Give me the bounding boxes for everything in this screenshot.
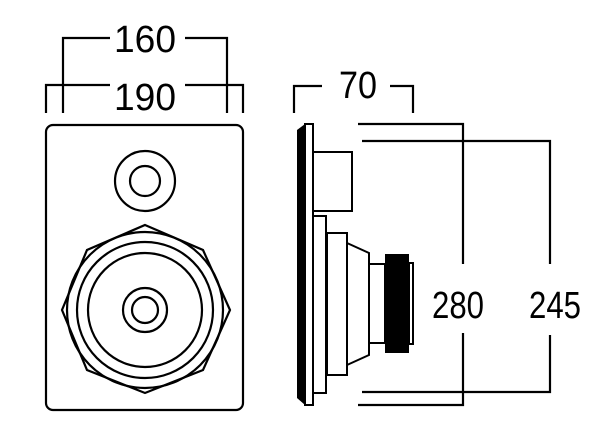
front-baffle-edge xyxy=(297,124,305,405)
dimension-190: 190 xyxy=(44,77,245,119)
dimension-label-190: 190 xyxy=(114,77,176,119)
front-panel xyxy=(44,123,245,412)
dimension-160: 160 xyxy=(61,19,229,113)
dimension-70: 70 xyxy=(292,65,415,113)
dimension-245: 245 xyxy=(362,139,581,394)
side-view: 70 280 245 xyxy=(292,65,581,407)
woofer-cone xyxy=(346,241,370,367)
woofer-frame xyxy=(312,215,327,394)
dimension-label-280: 280 xyxy=(432,285,484,327)
woofer xyxy=(60,223,232,395)
woofer-neck xyxy=(368,263,386,344)
front-view: 160 190 xyxy=(44,19,245,412)
woofer-basket xyxy=(326,232,348,376)
tweeter xyxy=(113,149,177,213)
tweeter-housing xyxy=(312,151,353,212)
front-panel-side xyxy=(304,123,314,406)
dimension-280: 280 xyxy=(358,122,484,407)
dimension-label-245: 245 xyxy=(529,285,581,327)
dimension-label-160: 160 xyxy=(114,19,176,61)
magnet xyxy=(385,254,409,353)
magnet-backplate xyxy=(408,262,414,345)
dimension-label-70: 70 xyxy=(339,65,377,107)
